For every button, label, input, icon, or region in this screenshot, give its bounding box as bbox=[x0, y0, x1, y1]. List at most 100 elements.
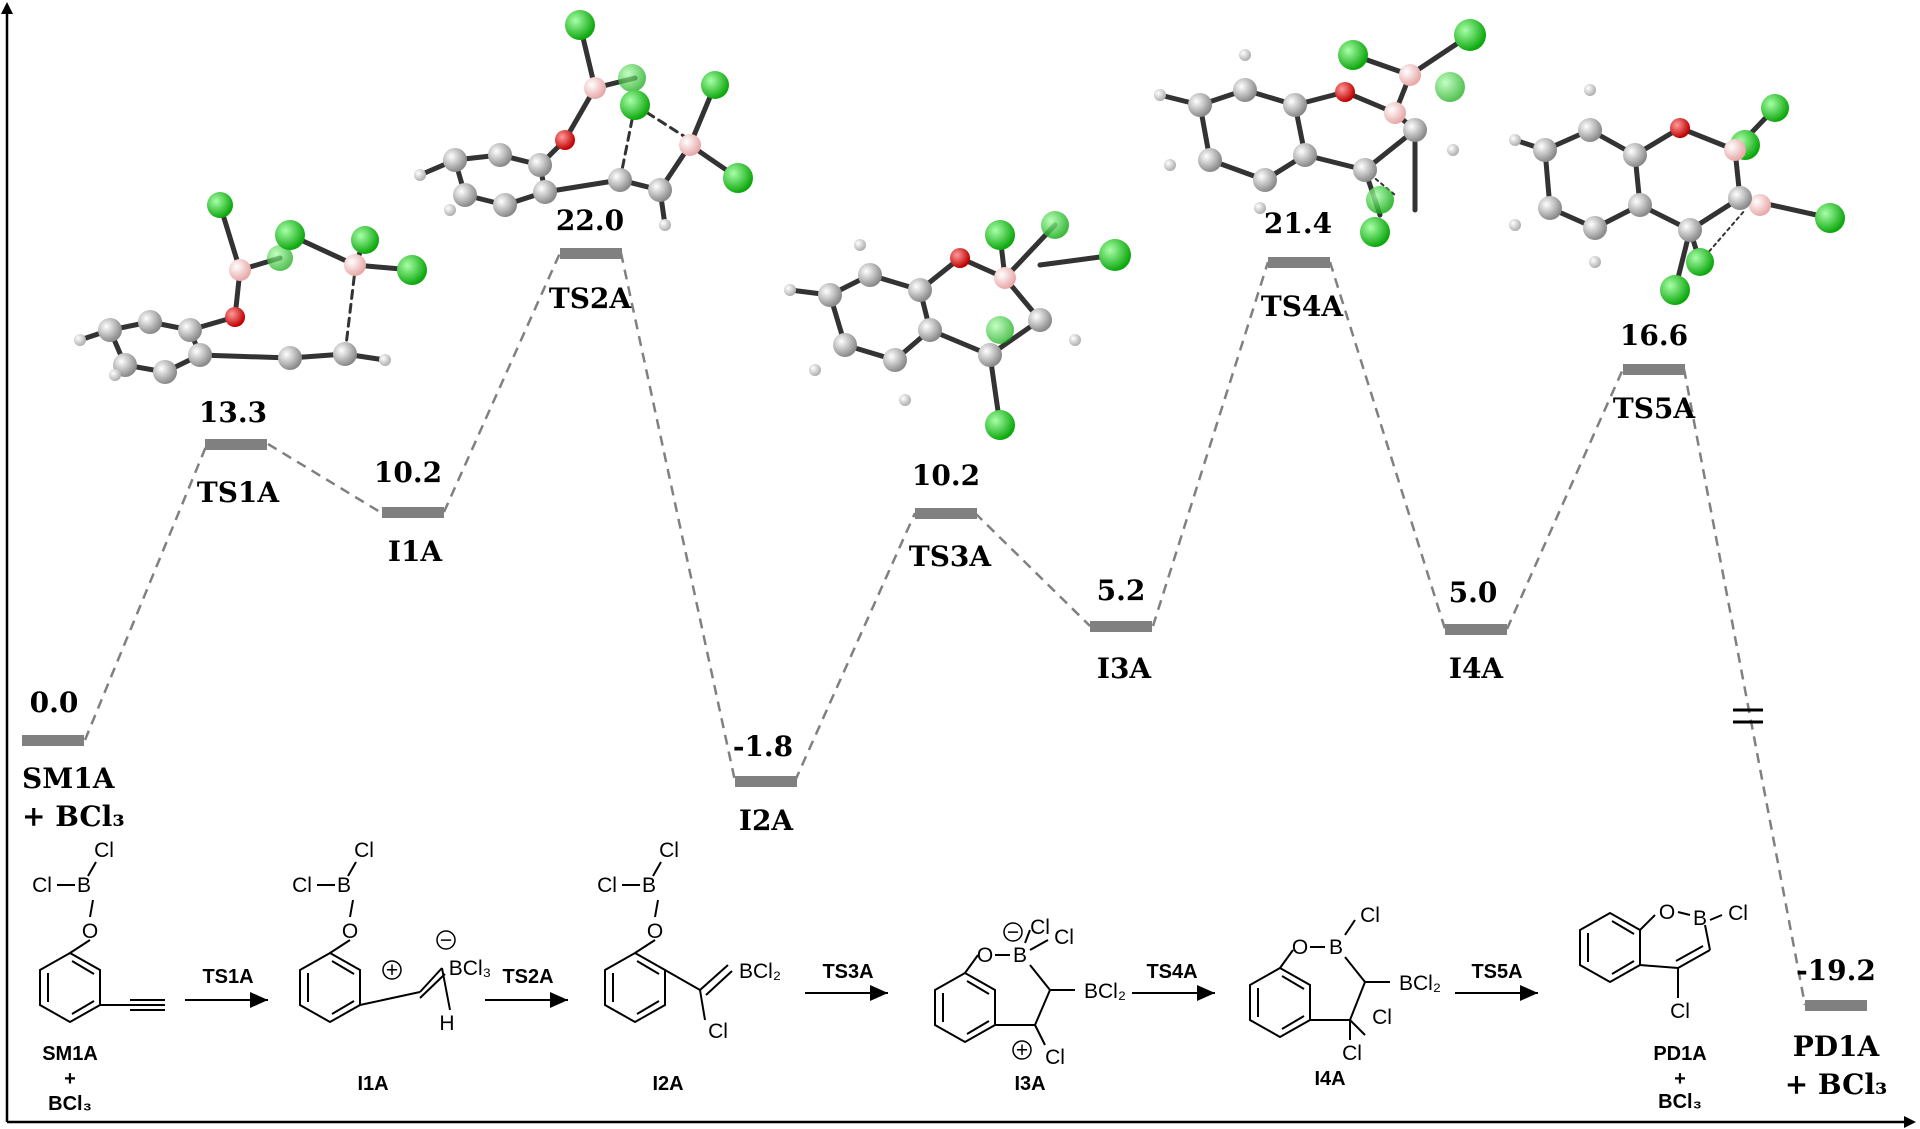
svg-text:BCl₂: BCl₂ bbox=[739, 960, 781, 983]
y-axis-arrowhead bbox=[1, 2, 13, 14]
svg-text:B: B bbox=[337, 874, 351, 897]
svg-text:Cl: Cl bbox=[1342, 1042, 1362, 1065]
svg-text:B: B bbox=[1693, 907, 1707, 930]
svg-text:TS5A: TS5A bbox=[1471, 961, 1522, 983]
energy-values: 0.0 13.3 10.2 22.0 -1.8 10.2 5.2 21.4 5.… bbox=[30, 204, 1876, 987]
svg-text:I1A: I1A bbox=[357, 1073, 388, 1095]
svg-text:Cl: Cl bbox=[354, 839, 374, 862]
state-label-TS4A: TS4A bbox=[1261, 290, 1345, 323]
connector bbox=[1505, 368, 1625, 630]
scheme-compound-i4a: O B Cl BCl₂ Cl Cl I4A bbox=[1249, 904, 1441, 1090]
svg-text:BCl₂: BCl₂ bbox=[1084, 980, 1126, 1003]
level-bar-PD1A bbox=[1805, 1000, 1867, 1011]
svg-text:BCl₂: BCl₂ bbox=[1399, 972, 1441, 995]
connector bbox=[1151, 261, 1270, 627]
state-label-PD1A: PD1A bbox=[1793, 1030, 1881, 1063]
svg-text:PD1A: PD1A bbox=[1653, 1043, 1706, 1065]
svg-text:B: B bbox=[1329, 936, 1343, 959]
svg-text:Cl: Cl bbox=[1728, 902, 1748, 925]
energy-value-TS3A: 10.2 bbox=[912, 459, 980, 492]
level-bar-TS5A bbox=[1623, 364, 1685, 375]
level-bar-TS1A bbox=[205, 439, 267, 450]
svg-text:Cl: Cl bbox=[1054, 926, 1074, 949]
state-label-TS5A: TS5A bbox=[1613, 392, 1697, 425]
state-label-SM1A-reagent: + BCl₃ bbox=[22, 800, 125, 833]
svg-text:−: − bbox=[440, 929, 452, 952]
level-bar-TS4A bbox=[1268, 257, 1330, 268]
state-label-I1A: I1A bbox=[388, 535, 444, 568]
svg-text:TS1A: TS1A bbox=[202, 966, 253, 988]
connector bbox=[793, 512, 917, 782]
scheme-compound-i3a: O B − Cl Cl BCl₂ + Cl I3A bbox=[934, 916, 1126, 1095]
svg-text:+: + bbox=[64, 1068, 76, 1090]
svg-text:TS4A: TS4A bbox=[1146, 961, 1197, 983]
svg-text:O: O bbox=[342, 920, 358, 943]
ts2a-structure-model bbox=[414, 10, 753, 231]
scheme-arrow-ts5a: TS5A bbox=[1455, 961, 1538, 1001]
connector bbox=[267, 442, 381, 514]
energy-value-SM1A: 0.0 bbox=[30, 686, 79, 719]
svg-text:Cl: Cl bbox=[1372, 1006, 1392, 1029]
svg-text:Cl: Cl bbox=[1030, 916, 1050, 939]
scheme-arrow-ts3a: TS3A bbox=[805, 961, 888, 1001]
energy-value-TS5A: 16.6 bbox=[1620, 319, 1688, 352]
svg-text:I3A: I3A bbox=[1014, 1073, 1045, 1095]
scheme-compound-i2a: O B Cl Cl BCl₂ Cl I2A bbox=[597, 839, 781, 1095]
svg-text:SM1A: SM1A bbox=[42, 1043, 98, 1065]
connectors bbox=[83, 252, 1807, 1006]
connector bbox=[1682, 368, 1807, 1006]
x-axis-arrowhead bbox=[1904, 1116, 1916, 1128]
svg-text:TS2A: TS2A bbox=[502, 966, 553, 988]
svg-text:−: − bbox=[1007, 921, 1019, 944]
scheme-arrow-ts2a: TS2A bbox=[485, 966, 568, 1008]
state-label-I3A: I3A bbox=[1097, 652, 1153, 685]
svg-text:Cl: Cl bbox=[292, 874, 312, 897]
svg-text:I2A: I2A bbox=[652, 1073, 683, 1095]
svg-text:Cl: Cl bbox=[1045, 1046, 1065, 1069]
level-bar-I2A bbox=[735, 776, 797, 787]
scheme-compound-i1a: O B Cl Cl + − BCl₃ H I1A bbox=[292, 839, 491, 1095]
svg-text:BCl₃: BCl₃ bbox=[48, 1093, 92, 1115]
energy-value-PD1A: -19.2 bbox=[1796, 954, 1876, 987]
svg-text:BCl₃: BCl₃ bbox=[1658, 1091, 1702, 1113]
svg-text:+: + bbox=[1674, 1068, 1686, 1090]
svg-text:H: H bbox=[439, 1012, 454, 1035]
svg-text:Cl: Cl bbox=[1670, 1000, 1690, 1023]
scheme-arrow-ts4a: TS4A bbox=[1132, 961, 1215, 1001]
state-label-TS1A: TS1A bbox=[197, 476, 281, 509]
svg-text:Cl: Cl bbox=[708, 1020, 728, 1043]
energy-value-I1A: 10.2 bbox=[374, 456, 442, 489]
energy-value-I2A: -1.8 bbox=[733, 730, 793, 763]
axis-break-mark bbox=[1733, 708, 1763, 724]
svg-text:Cl: Cl bbox=[659, 839, 679, 862]
ts3a-structure-model bbox=[784, 211, 1131, 440]
svg-text:Cl: Cl bbox=[94, 839, 114, 862]
svg-text:TS3A: TS3A bbox=[822, 961, 873, 983]
svg-text:I4A: I4A bbox=[1314, 1068, 1345, 1090]
svg-text:Cl: Cl bbox=[32, 874, 52, 897]
energy-value-I3A: 5.2 bbox=[1097, 574, 1146, 607]
state-label-TS2A: TS2A bbox=[549, 282, 633, 315]
energy-value-TS1A: 13.3 bbox=[199, 396, 267, 429]
svg-text:B: B bbox=[642, 874, 656, 897]
scheme-compound-sm1a: O B Cl Cl SM1A + BCl₃ bbox=[32, 839, 165, 1115]
connector bbox=[619, 252, 737, 782]
level-bar-I4A bbox=[1445, 624, 1507, 635]
svg-text:+: + bbox=[386, 959, 398, 982]
state-label-SM1A: SM1A bbox=[22, 762, 116, 795]
energy-value-I4A: 5.0 bbox=[1449, 576, 1498, 609]
svg-text:Cl: Cl bbox=[1360, 904, 1380, 927]
svg-text:O: O bbox=[647, 920, 663, 943]
state-label-TS3A: TS3A bbox=[909, 540, 993, 573]
ts4a-structure-model bbox=[1154, 19, 1486, 247]
state-label-PD1A-reagent: + BCl₃ bbox=[1785, 1068, 1888, 1101]
connector bbox=[442, 252, 562, 513]
level-bar-I3A bbox=[1090, 621, 1152, 632]
svg-text:BCl₃: BCl₃ bbox=[449, 957, 491, 980]
svg-text:Cl: Cl bbox=[597, 874, 617, 897]
level-bar-I1A bbox=[382, 507, 444, 518]
scheme-compound-pd1a: O B Cl Cl PD1A + BCl₃ bbox=[1579, 901, 1748, 1113]
scheme-arrow-ts1a: TS1A bbox=[185, 966, 268, 1008]
